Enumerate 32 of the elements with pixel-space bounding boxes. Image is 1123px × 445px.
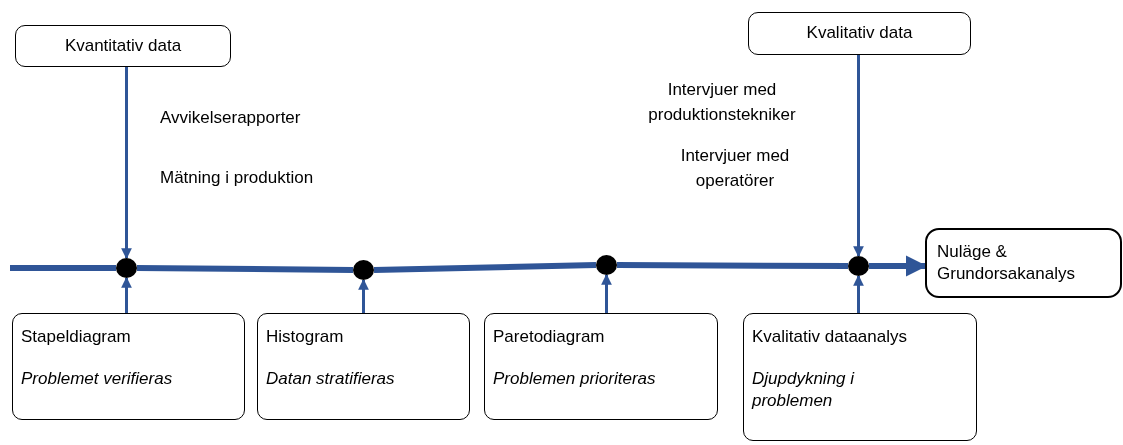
result-box — [925, 228, 1122, 298]
box-title: Kvantitativ data — [63, 34, 183, 57]
note-text: Mätning i produktion — [160, 167, 315, 189]
method-box — [484, 313, 718, 420]
method-box — [257, 313, 470, 420]
arrow — [601, 273, 612, 313]
arrow — [121, 67, 132, 260]
timeline-dot — [116, 258, 137, 278]
arrow — [853, 55, 864, 258]
arrow — [853, 274, 864, 313]
box-title: Histogram — [266, 326, 345, 348]
timeline-dot — [353, 260, 374, 280]
box-note: Problemen prioriteras — [493, 368, 657, 391]
method-box — [743, 313, 977, 441]
arrow — [358, 278, 369, 313]
source-box — [748, 12, 971, 55]
box-note: Djupdykning i problemen — [752, 368, 856, 413]
note-text: Intervjuer med operatörer — [679, 145, 791, 192]
timeline-dot — [596, 255, 617, 275]
box-note: Problemet verifieras — [21, 368, 174, 391]
box-title: Paretodiagram — [493, 326, 606, 348]
box-title: Kvalitativ dataanalys — [752, 326, 908, 348]
note-text: Intervjuer med produktionstekniker — [647, 79, 797, 126]
box-title: Nuläge & Grundorsakanalys — [937, 240, 1076, 285]
source-box — [15, 25, 231, 67]
box-title: Kvalitativ data — [805, 22, 914, 45]
method-box — [12, 313, 245, 420]
timeline-dot — [848, 256, 869, 276]
note-text: Avvikelserapporter — [160, 107, 302, 129]
box-title: Stapeldiagram — [21, 326, 132, 348]
arrow — [121, 276, 132, 313]
box-note: Datan stratifieras — [266, 368, 396, 391]
